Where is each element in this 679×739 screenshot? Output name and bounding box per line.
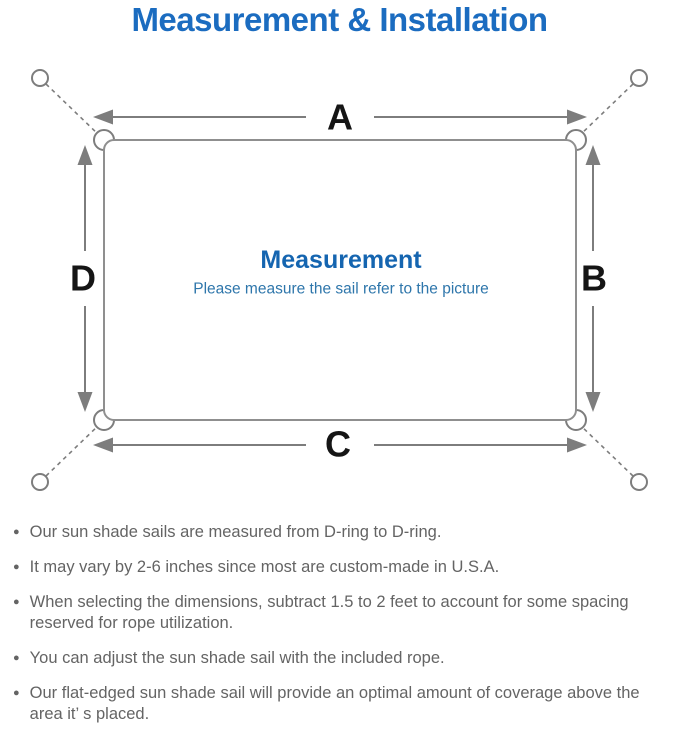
- bullet-icon: ●: [13, 561, 20, 573]
- list-item: ● Our flat-edged sun shade sail will pro…: [8, 683, 673, 725]
- rope-line-bottom-right: [578, 423, 634, 477]
- dimension-arrow-d: [77, 145, 93, 412]
- diagram-center-subtitle: Please measure the sail refer to the pic…: [193, 281, 489, 298]
- list-item: ● When selecting the dimensions, subtrac…: [8, 592, 673, 634]
- dimension-label-c: C: [325, 424, 351, 465]
- dimension-arrow-b: [585, 145, 601, 412]
- anchor-ring-bottom-right-icon: [630, 473, 648, 491]
- list-item: ● Our sun shade sails are measured from …: [8, 522, 673, 543]
- note-text: It may vary by 2-6 inches since most are…: [29, 558, 500, 576]
- anchor-ring-top-right-icon: [630, 69, 648, 87]
- note-text: You can adjust the sun shade sail with t…: [29, 649, 445, 667]
- anchor-ring-bottom-left-icon: [31, 473, 49, 491]
- rope-line-top-left: [45, 83, 101, 137]
- note-text: Our flat-edged sun shade sail will provi…: [29, 684, 640, 723]
- bullet-icon: ●: [13, 596, 20, 608]
- diagram-center-heading: Measurement: [260, 246, 422, 274]
- shade-sail-rectangle: [103, 139, 577, 421]
- list-item: ● You can adjust the sun shade sail with…: [8, 648, 673, 669]
- dimension-label-a: A: [327, 97, 353, 138]
- page-title: Measurement & Installation: [131, 1, 548, 38]
- notes-list: ● Our sun shade sails are measured from …: [8, 522, 673, 739]
- dimension-arrow-c: [93, 437, 587, 453]
- dimension-arrow-a: [93, 109, 587, 125]
- list-item: ● It may vary by 2-6 inches since most a…: [8, 557, 673, 578]
- bullet-icon: ●: [13, 652, 20, 664]
- bullet-icon: ●: [13, 687, 20, 699]
- rope-line-bottom-left: [45, 423, 101, 477]
- note-text: Our sun shade sails are measured from D-…: [29, 523, 442, 541]
- note-text: When selecting the dimensions, subtract …: [29, 593, 629, 632]
- dimension-label-d: D: [70, 258, 96, 299]
- bullet-icon: ●: [13, 526, 20, 538]
- anchor-ring-top-left-icon: [31, 69, 49, 87]
- measurement-diagram: A C D B Measurement Please measure the s…: [31, 69, 648, 491]
- dimension-label-b: B: [581, 258, 607, 299]
- rope-line-top-right: [578, 83, 634, 137]
